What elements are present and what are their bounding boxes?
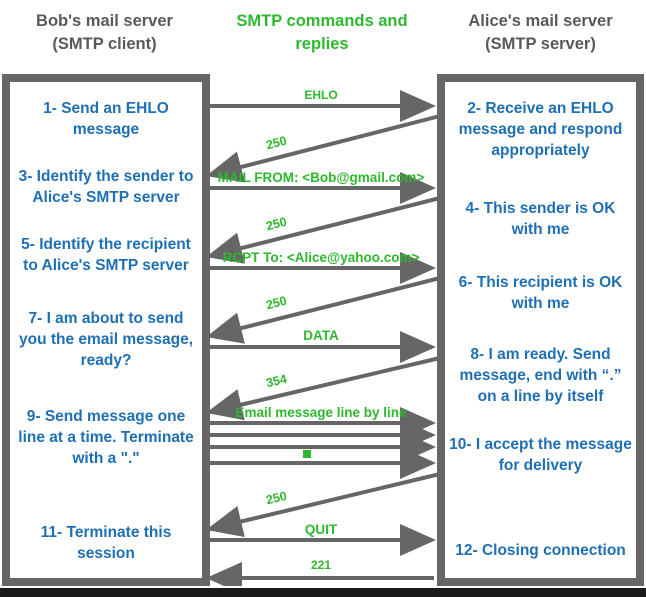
label-mail-from: MAIL FROM: <Bob@gmail.com>	[217, 170, 425, 185]
client-steps-panel-inner: 1- Send an EHLO message 3- Identify the …	[10, 82, 202, 578]
column-heading-server: Alice's mail server (SMTP server)	[437, 10, 644, 56]
server-step-2: 2- Receive an EHLO message and respond a…	[458, 100, 623, 159]
client-step-5: 5- Identify the recipient to Alice's SMT…	[21, 236, 191, 274]
client-step-9: 9- Send message one line at a time. Term…	[18, 408, 194, 467]
arrow-250-c	[206, 276, 441, 344]
label-rcpt-to: RCPT To: <Alice@yahoo.com>	[222, 250, 420, 265]
server-steps-panel: 2- Receive an EHLO message and respond a…	[437, 74, 644, 586]
ellipsis-dot-icon	[303, 450, 311, 458]
server-heading-line2: (SMTP server)	[485, 35, 596, 53]
label-email-body: Email message line by line	[235, 405, 407, 420]
label-221: 221	[310, 558, 332, 572]
server-step-12: 12- Closing connection	[455, 542, 626, 559]
message-channel: EHLO 250 MAIL FROM: <Bob@gmail.com> 250 …	[196, 74, 446, 586]
server-step-10: 10- I accept the message for delivery	[449, 436, 632, 474]
server-steps-panel-inner: 2- Receive an EHLO message and respond a…	[445, 82, 636, 578]
arrow-250-b	[206, 196, 441, 264]
label-data: DATA	[303, 328, 339, 343]
label-quit: QUIT	[304, 522, 338, 537]
client-step-3: 3- Identify the sender to Alice's SMTP s…	[18, 168, 194, 206]
client-step-11: 11- Terminate this session	[40, 524, 172, 562]
server-step-8: 8- I am ready. Send message, end with “.…	[459, 346, 622, 405]
client-steps-panel: 1- Send an EHLO message 3- Identify the …	[2, 74, 210, 586]
channel-heading-line1: SMTP commands and	[236, 12, 408, 30]
server-step-4: 4- This sender is OK with me	[465, 200, 616, 238]
client-step-1: 1- Send an EHLO message	[43, 100, 169, 138]
arrow-layer	[206, 90, 441, 586]
client-heading-line1: Bob's mail server	[36, 12, 173, 30]
arrow-250-a	[206, 114, 441, 183]
server-heading-line1: Alice's mail server	[468, 12, 613, 30]
arrow-354	[206, 356, 441, 421]
server-step-6: 6- This recipient is OK with me	[458, 274, 623, 312]
column-heading-client: Bob's mail server (SMTP client)	[2, 10, 207, 56]
arrow-250-d	[206, 472, 441, 538]
column-heading-channel: SMTP commands and replies	[213, 10, 431, 56]
channel-heading-line2: replies	[295, 35, 349, 53]
bottom-border-strip	[0, 588, 646, 597]
client-step-7: 7- I am about to send you the email mess…	[18, 310, 194, 369]
label-ehlo: EHLO	[304, 88, 338, 102]
client-heading-line2: (SMTP client)	[52, 35, 157, 53]
